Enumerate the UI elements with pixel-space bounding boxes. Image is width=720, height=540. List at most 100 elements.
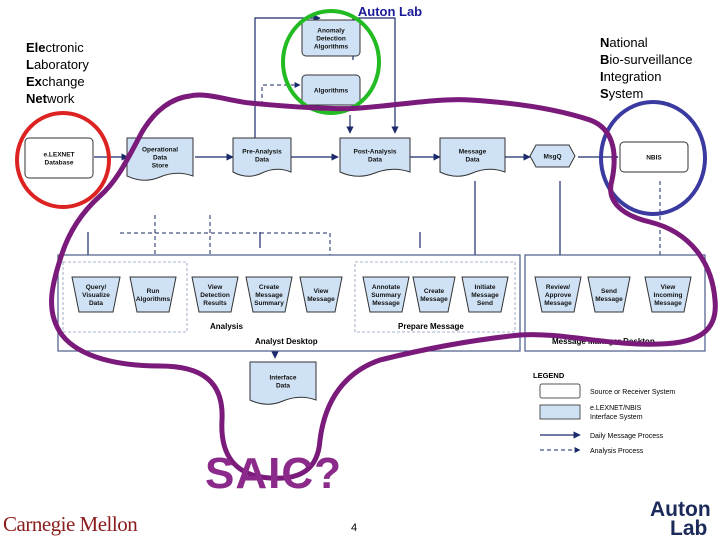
analyst-desktop-label: Analyst Desktop (255, 337, 318, 346)
node-label: Message (307, 296, 335, 303)
node-label: Message (420, 296, 448, 303)
node-label: Annotate (372, 284, 401, 291)
green-circle-annotation (281, 9, 381, 115)
legend-interface-swatch (539, 404, 581, 420)
node-label: Message (459, 149, 487, 156)
nbis-line: Bio-surveillance (600, 52, 693, 67)
node-shape (534, 276, 582, 313)
node-label: Create (259, 284, 280, 291)
node-label: Review/ (546, 284, 570, 291)
node-label: Send (477, 300, 493, 307)
page-number: 4 (351, 522, 358, 534)
node-shape (644, 276, 692, 313)
group-analysis-label: Analysis (210, 322, 243, 331)
legend-title: LEGEND (533, 371, 565, 380)
annotations (15, 9, 718, 481)
node-label: Send (601, 288, 617, 295)
node-label: Detection (200, 292, 230, 299)
group-prepare-label: Prepare Message (398, 322, 464, 331)
node-label: Message (372, 300, 400, 307)
legend: LEGEND Source or Receiver System e.LEXNE… (533, 371, 675, 455)
node-label: View (314, 288, 330, 295)
node-label: Summary (371, 292, 401, 299)
red-circle-annotation (15, 111, 111, 209)
node-label: Algorithms (314, 88, 349, 95)
legend-source-swatch (539, 383, 581, 399)
legend-item-label: Analysis Process (590, 448, 644, 455)
node-label: e.LEXNET (43, 152, 74, 159)
node-label: Visualize (82, 292, 110, 299)
page-title: Auton Lab (357, 4, 423, 19)
node-label: Data (465, 157, 479, 164)
nbis-label: National Bio-surveillance Integration Sy… (600, 34, 692, 102)
node-label: View (208, 284, 224, 291)
node-shape (439, 137, 506, 177)
node-shape (191, 276, 239, 313)
node-shape (249, 361, 317, 405)
legend-item-label: e.LEXNET/NBIS (590, 405, 642, 412)
cmu-logo: Carnegie Mellon (3, 512, 138, 536)
elexnet-label: Electronic Laboratory Exchange Network (26, 39, 89, 107)
node-shape (245, 276, 293, 313)
node-label: NBIS (646, 155, 662, 162)
node-label: Post-Analysis (354, 149, 397, 156)
nbis-line: Integration (600, 69, 662, 84)
node-label: Data (276, 383, 290, 390)
saic-annotation: SAIC? (205, 449, 342, 498)
node-shape (299, 276, 343, 313)
node-label: Query/ (86, 284, 107, 291)
node-label: Algorithms (314, 44, 349, 51)
node-label: Approve (545, 292, 572, 299)
node-label: Results (203, 300, 227, 307)
logo-line-1: Auton (650, 498, 711, 521)
node-label: Message (595, 296, 623, 303)
node-shape (301, 19, 361, 57)
node-label: Operational (142, 147, 178, 154)
node-label: Data (255, 157, 269, 164)
node-shape (529, 144, 576, 168)
elexnet-line: Exchange (26, 74, 85, 89)
node-shape (339, 137, 411, 177)
node-msgq: MsgQ (529, 144, 576, 168)
node-label: MsgQ (543, 154, 561, 161)
node-label: Anomaly (317, 28, 345, 35)
node-shape (461, 276, 509, 313)
nbis-line: National (600, 35, 648, 50)
node-label: Message (654, 300, 682, 307)
node-label: Message (471, 292, 499, 299)
node-shape (129, 276, 177, 313)
dashed-connectors (120, 82, 663, 271)
node-label: Data (153, 155, 167, 162)
nbis-line: System (600, 86, 644, 101)
elexnet-line: Electronic (26, 40, 84, 55)
node-label: Pre-Analysis (242, 149, 282, 156)
node-label: Data (89, 300, 103, 307)
node-label: Database (45, 160, 74, 167)
node-label: Algorithms (136, 296, 171, 303)
logo-line-2: Lab (670, 517, 708, 540)
node-label: Run (147, 288, 160, 295)
auton-lab-logo: Auton Lab (650, 498, 714, 540)
node-label: Incoming (654, 292, 683, 299)
node-shape (232, 137, 292, 177)
legend-item-label: Interface System (590, 414, 643, 421)
node-label: View (661, 284, 677, 291)
node-algorithms: Algorithms (301, 74, 361, 106)
node-nbis-box: NBIS (619, 141, 689, 173)
node-label: Message (544, 300, 572, 307)
node-label: Interface (269, 375, 296, 382)
node-label: Summary (254, 300, 284, 307)
